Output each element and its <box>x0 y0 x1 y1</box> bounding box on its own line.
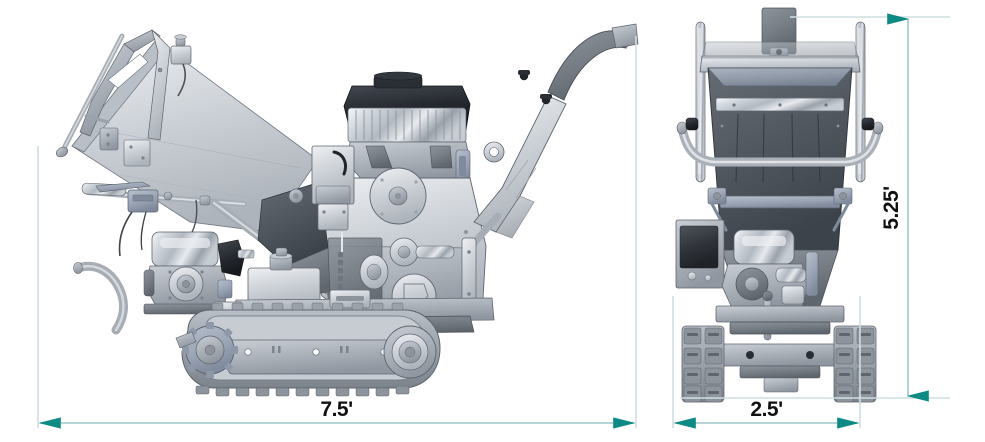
hopper-mount-plates <box>100 128 150 166</box>
auxiliary-engine <box>144 232 254 314</box>
left-track <box>682 326 724 402</box>
track-assembly <box>176 303 440 396</box>
length-dimension-label: 7.5' <box>320 398 353 421</box>
discharge-chute <box>474 24 638 238</box>
side-view <box>0 0 640 442</box>
safety-bar <box>55 36 122 159</box>
front-view-geometry <box>660 0 900 442</box>
muffler <box>74 263 124 331</box>
chute-support-strut <box>462 216 498 310</box>
hopper-handle-frame <box>80 30 170 140</box>
side-cover-panel <box>676 220 724 288</box>
engine <box>722 230 818 340</box>
control-panel-box <box>312 146 354 230</box>
hopper-canister <box>171 35 191 96</box>
height-dimension-label: 5.25' <box>880 186 903 230</box>
side-view-geometry <box>0 0 640 442</box>
width-dimension-label: 2.5' <box>750 398 783 421</box>
handlebar-crossbar <box>677 118 883 162</box>
front-view <box>660 0 900 442</box>
